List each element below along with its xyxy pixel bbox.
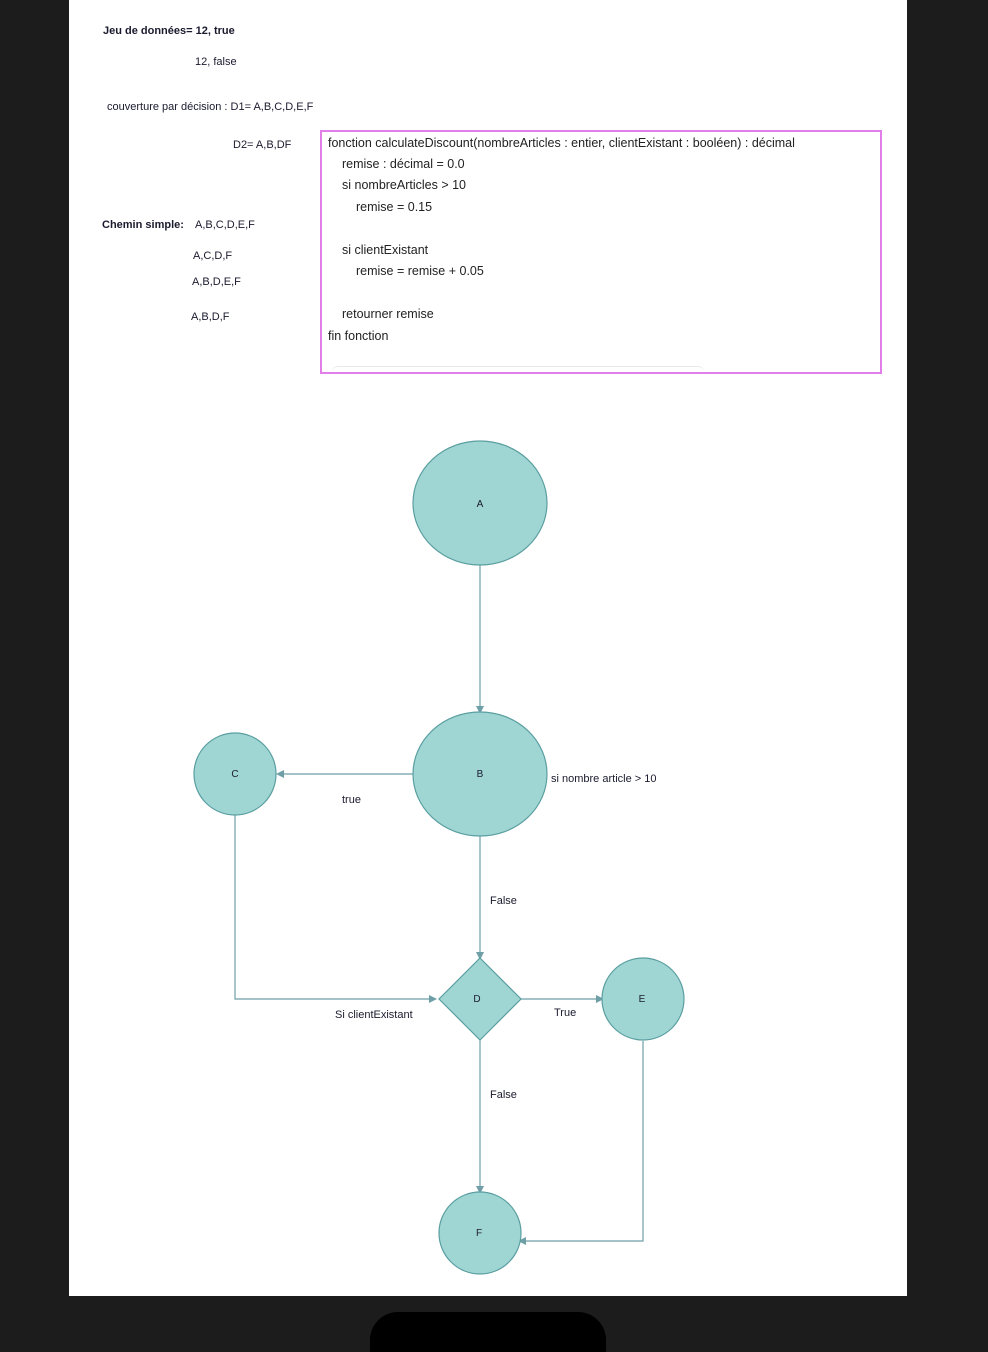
node-d [438, 957, 522, 1041]
simple-path-3: A,B,D,E,F [192, 276, 241, 288]
d-to-f-label: False [490, 1089, 517, 1101]
node-f [438, 1191, 522, 1275]
node-b-label: B [477, 769, 484, 780]
code-line-add-005: remise = remise + 0.05 [356, 264, 484, 278]
node-d-label: D [473, 994, 480, 1005]
code-line-init: remise : décimal = 0.0 [342, 157, 465, 171]
simple-path-4: A,B,D,F [191, 311, 230, 323]
dataset-label: Jeu de données= 12, true [103, 25, 235, 37]
b-to-d-label: False [490, 895, 517, 907]
bottom-bar [370, 1312, 606, 1352]
dataset-second: 12, false [195, 56, 237, 68]
b-condition-label: si nombre article > 10 [551, 773, 656, 785]
code-line-if-articles: si nombreArticles > 10 [342, 178, 467, 192]
document-page: Jeu de données= 12, true 12, false couve… [69, 0, 907, 1296]
node-c-label: C [231, 769, 238, 780]
code-line-signature: fonction calculateDiscount(nombreArticle… [328, 136, 795, 150]
simple-path-1: A,B,C,D,E,F [195, 219, 255, 231]
b-to-c-label: true [342, 794, 361, 806]
decision-coverage-d2: D2= A,B,DF [233, 139, 292, 151]
edge-c-d [234, 815, 437, 1003]
node-e-label: E [639, 994, 646, 1005]
code-line-return: retourner remise [342, 307, 434, 321]
code-line-if-client: si clientExistant [342, 243, 429, 257]
code-box-divider [332, 366, 704, 377]
code-line-end: fin fonction [328, 329, 389, 343]
control-flow-graph: A B C D E F si nombre article > 10 true … [193, 440, 685, 1275]
code-line-set-015: remise = 0.15 [356, 200, 433, 214]
simple-path-label: Chemin simple: [102, 219, 184, 231]
decision-coverage-d1: couverture par décision : D1= A,B,C,D,E,… [107, 101, 314, 113]
node-f-label: F [476, 1228, 482, 1239]
node-a [412, 440, 548, 566]
node-b [412, 711, 548, 837]
edge-e-f [518, 1041, 644, 1245]
node-a-label: A [477, 499, 484, 510]
d-condition-label: Si clientExistant [335, 1009, 413, 1021]
simple-path-2: A,C,D,F [193, 250, 233, 262]
node-c [193, 732, 277, 816]
pseudocode-box: fonction calculateDiscount(nombreArticle… [320, 130, 882, 374]
d-to-e-label: True [554, 1007, 576, 1019]
node-e [601, 957, 685, 1041]
